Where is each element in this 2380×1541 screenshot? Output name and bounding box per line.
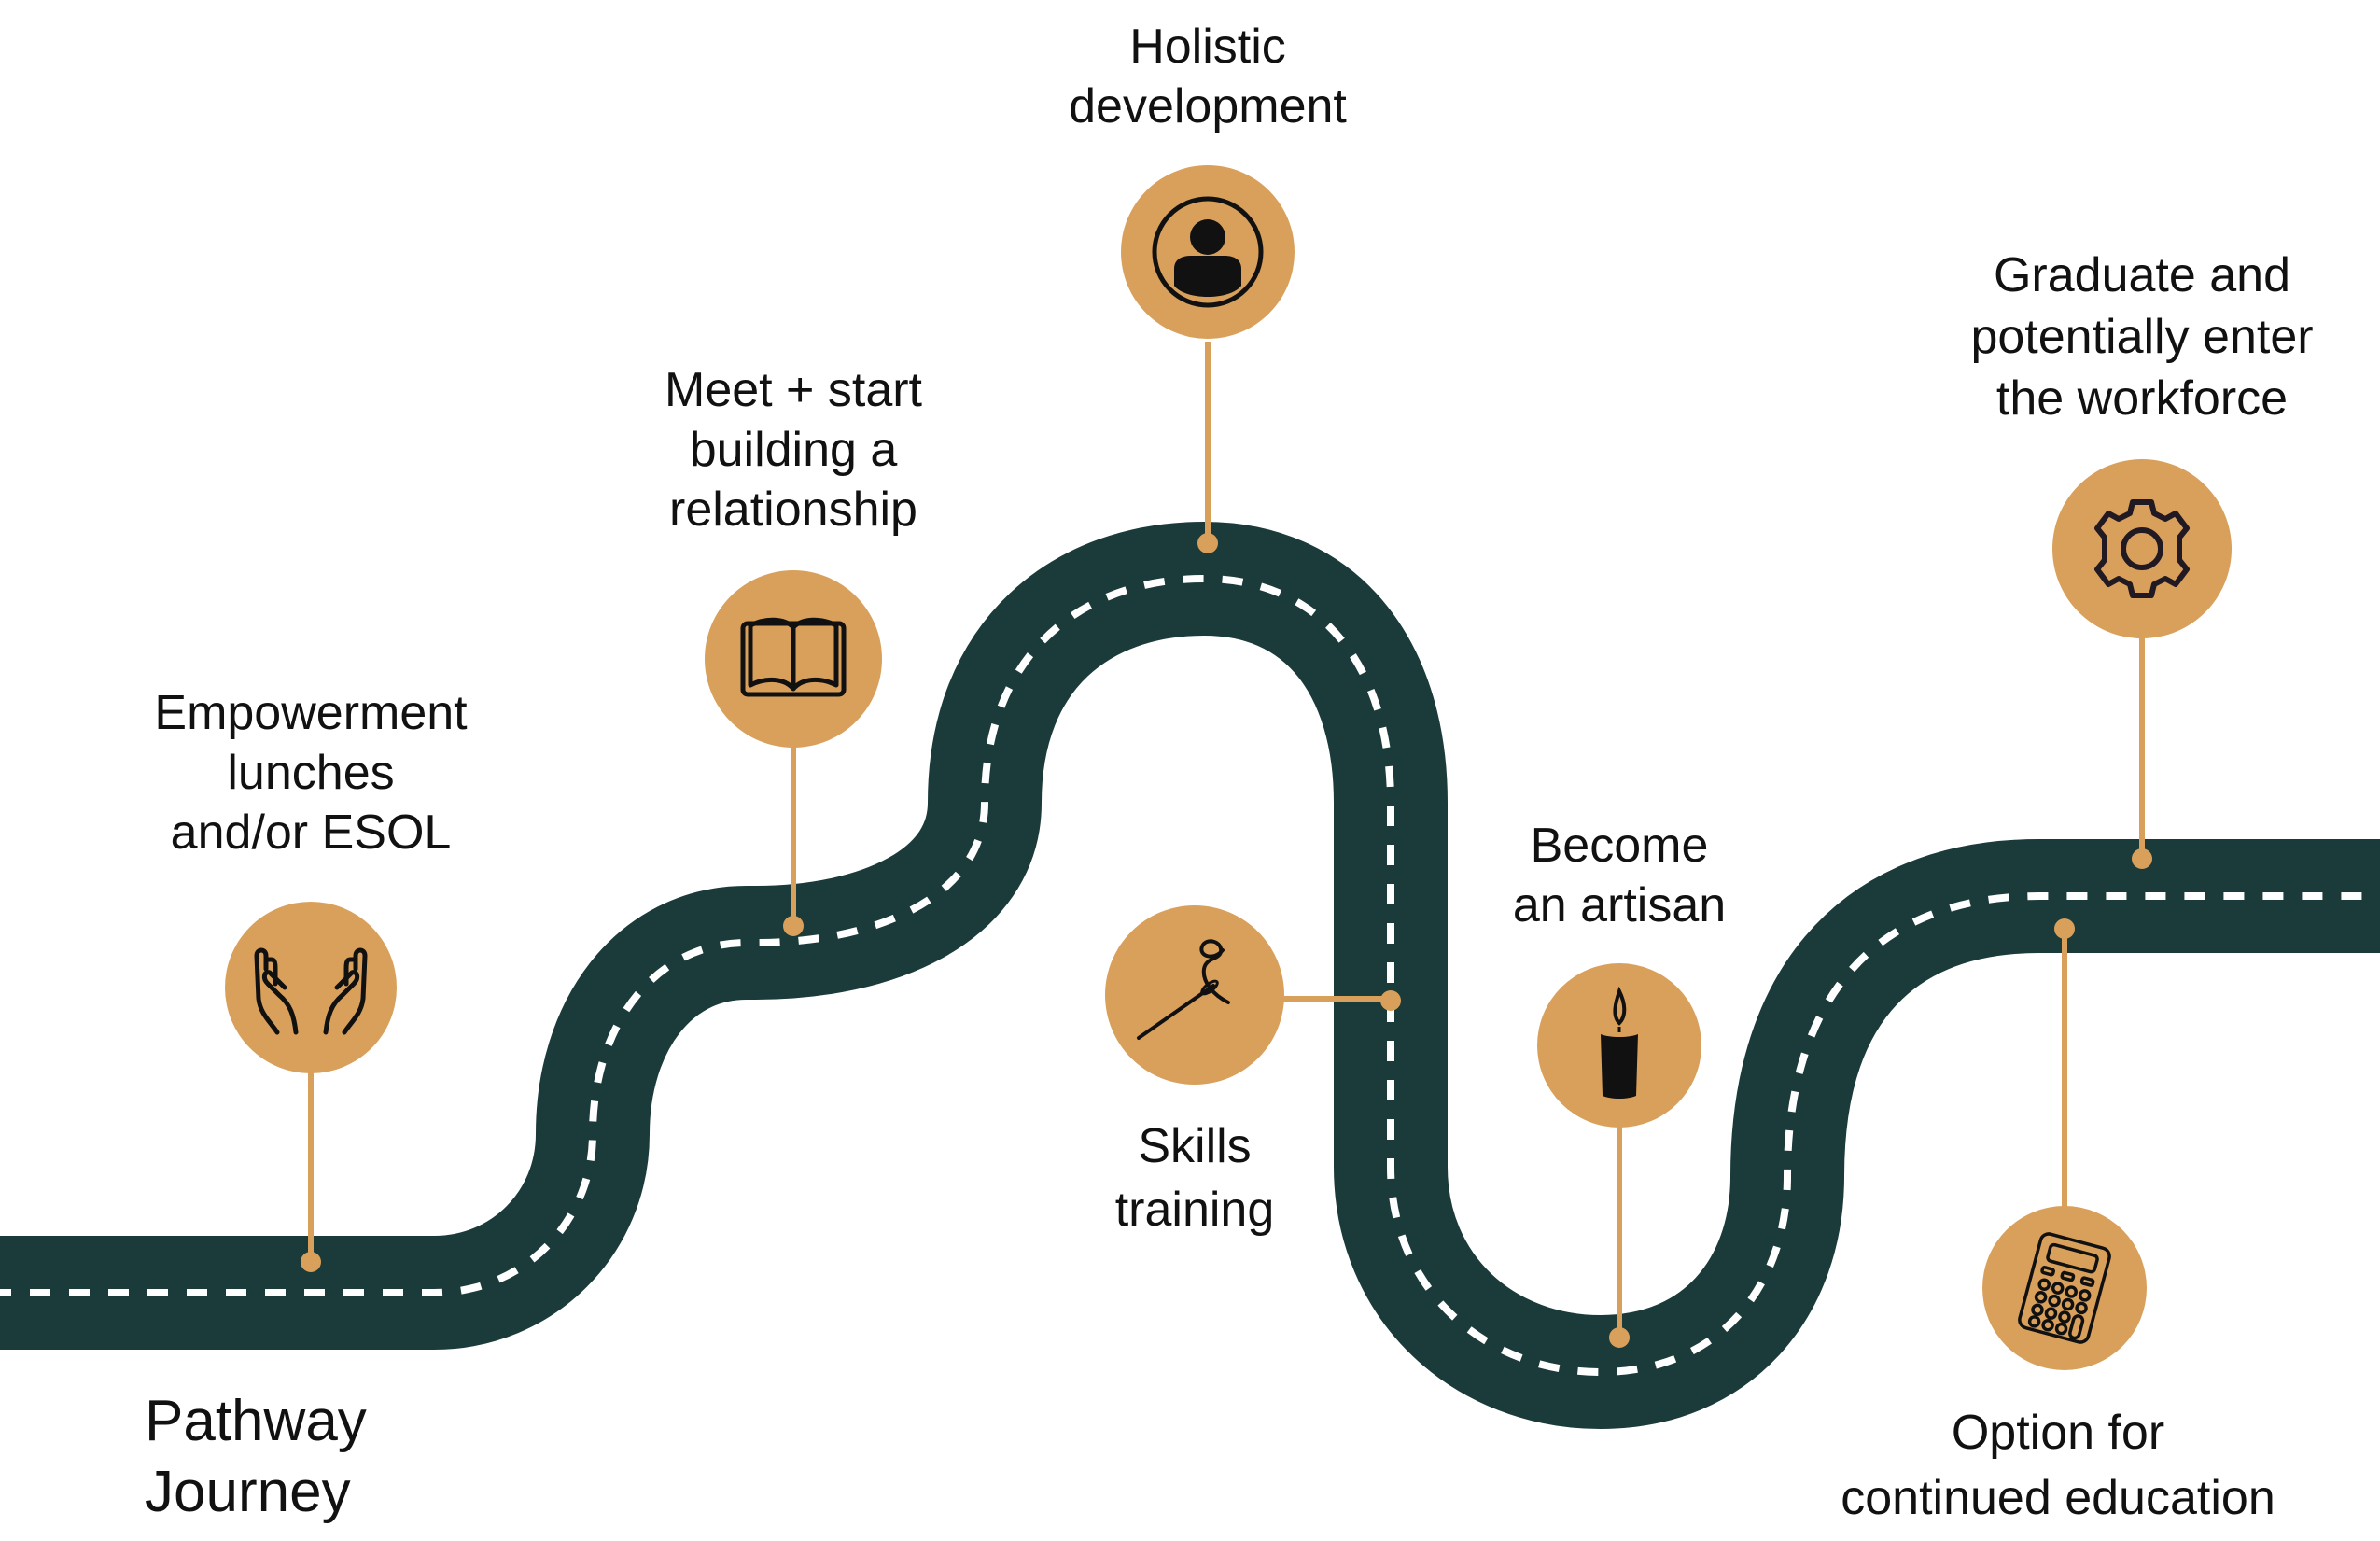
connector-dot-holistic <box>1197 533 1218 553</box>
candle-icon <box>1601 986 1638 1099</box>
connector-dot-empowerment <box>301 1252 321 1272</box>
label-line: and/or ESOL <box>170 806 452 860</box>
connector-dot-artisan <box>1609 1327 1630 1348</box>
label-line: development <box>1069 79 1347 133</box>
label-line: potentially enter <box>1970 310 2314 364</box>
label-skills: Skills training <box>1115 1114 1275 1241</box>
milestone-badge <box>1105 905 1284 1085</box>
open-book-icon <box>740 617 847 697</box>
gear-icon <box>2094 499 2190 598</box>
label-line: Skills <box>1138 1119 1252 1173</box>
label-relationship: Meet + start building a relationship <box>665 360 922 539</box>
connector-dot-relationship <box>783 916 804 936</box>
needle-thread-icon <box>1137 939 1230 1040</box>
connector-dot-education <box>2054 918 2075 939</box>
user-profile-icon <box>1152 196 1264 308</box>
milestone-graduate <box>2052 459 2232 638</box>
label-line: Become <box>1530 819 1709 873</box>
title-line: Journey <box>145 1460 351 1524</box>
milestone-empowerment <box>225 902 397 1073</box>
road <box>0 522 2380 1429</box>
milestone-badge <box>2052 459 2232 638</box>
label-line: Meet + start <box>665 363 922 417</box>
label-graduate: Graduate and potentially enter the workf… <box>1970 245 2313 429</box>
diagram-title: Pathway Journey <box>145 1386 367 1528</box>
label-line: relationship <box>669 483 917 537</box>
label-holistic: Holistic development <box>1069 17 1347 136</box>
connectors <box>301 342 2152 1348</box>
label-artisan: Become an artisan <box>1513 816 1726 935</box>
road-center-line <box>0 574 2380 1377</box>
connector-dot-graduate <box>2132 848 2152 869</box>
open-hands-icon <box>254 947 368 1035</box>
milestone-skills <box>1105 905 1284 1085</box>
milestone-relationship <box>705 570 882 748</box>
calculator-icon <box>2018 1232 2111 1344</box>
label-line: continued education <box>1841 1471 2275 1525</box>
label-line: an artisan <box>1512 878 1727 932</box>
label-line: Graduate and <box>1993 248 2291 302</box>
milestone-badge <box>1982 1206 2147 1370</box>
label-line: Holistic <box>1129 20 1286 74</box>
milestone-badge <box>225 902 397 1073</box>
label-empowerment: Empowerment lunches and/or ESOL <box>154 683 467 862</box>
milestone-artisan <box>1537 963 1701 1128</box>
label-education: Option for continued education <box>1841 1400 2275 1531</box>
label-line: training <box>1114 1183 1275 1237</box>
label-line: Empowerment <box>154 686 468 740</box>
label-line: building a <box>689 423 898 477</box>
title-line: Pathway <box>145 1389 367 1453</box>
label-line: lunches <box>227 746 395 800</box>
label-line: Option for <box>1951 1406 2165 1460</box>
label-line: the workforce <box>1995 371 2289 426</box>
milestone-holistic <box>1121 165 1295 339</box>
connector-dot-skills <box>1380 990 1401 1011</box>
milestone-education <box>1982 1206 2147 1370</box>
